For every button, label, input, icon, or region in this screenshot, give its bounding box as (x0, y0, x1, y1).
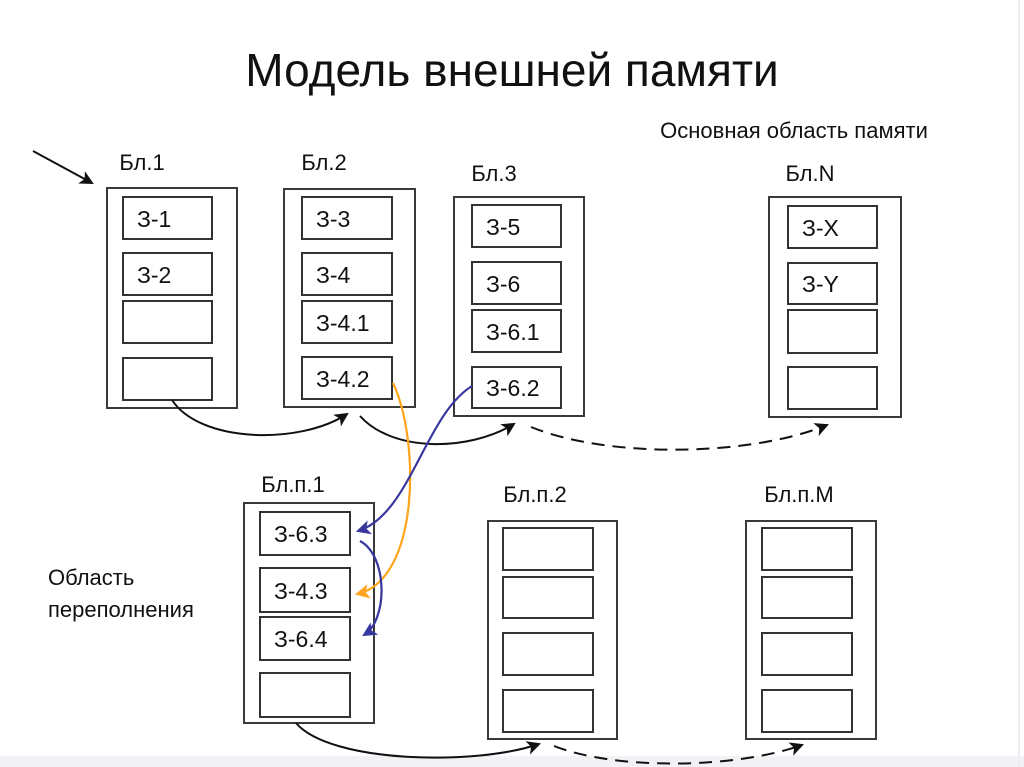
slide-bottom-edge (0, 756, 1024, 767)
block-label: Бл.2 (301, 150, 346, 175)
record-slot (259, 511, 351, 556)
record-label: З-X (802, 215, 839, 241)
arrow-bl2-to-bl3 (359, 415, 516, 445)
arrow-z62-to-z63-blue (355, 385, 473, 535)
block-bl1: Бл.1 З-1 З-2 (106, 150, 238, 409)
record-slot (502, 527, 594, 571)
arrow-pointer-to-bl1 (32, 150, 94, 185)
arrow-blp2-to-blpM-dashed (553, 742, 804, 765)
record-slot (787, 309, 878, 354)
record-label: З-5 (486, 214, 520, 240)
record-slot (787, 205, 878, 249)
record-label: З-6 (486, 271, 520, 297)
record-slot (259, 616, 351, 661)
record-slot (471, 309, 562, 353)
record-slot (761, 632, 853, 676)
arrow-z42-to-z43-orange (354, 382, 412, 599)
record-slot (122, 252, 213, 296)
block-blpM: Бл.п.M (745, 482, 877, 740)
arrow-bl1-to-bl2 (171, 399, 349, 437)
block-label: Бл.1 (119, 150, 164, 175)
block-frame (453, 196, 585, 417)
arrow-blp1-to-blp2 (295, 722, 541, 759)
arrow-bl3-to-blN-dashed (530, 423, 829, 451)
record-slot (787, 366, 878, 410)
record-slot (471, 261, 562, 305)
record-label: З-4.3 (274, 578, 328, 604)
record-slot (301, 356, 393, 400)
block-blp1: Бл.п.1 З-6.3 З-4.3 З-6.4 (243, 472, 375, 724)
arrow-z63-to-z64-blue (359, 540, 383, 637)
block-blp2: Бл.п.2 (487, 482, 618, 740)
record-label: З-1 (137, 206, 171, 232)
record-slot (471, 366, 562, 409)
record-label: З-6.4 (274, 626, 328, 652)
record-slot (502, 689, 594, 733)
main-area-label: Основная область памяти (660, 118, 928, 143)
block-label: Бл.N (785, 161, 834, 186)
overflow-area-label-line2: переполнения (48, 597, 194, 622)
block-label: Бл.п.M (764, 482, 834, 507)
record-slot (301, 196, 393, 240)
record-slot (122, 357, 213, 401)
record-slot (301, 252, 393, 296)
record-slot (471, 204, 562, 248)
block-label: Бл.п.1 (261, 472, 324, 497)
record-slot (761, 576, 853, 619)
record-label: З-2 (137, 262, 171, 288)
record-slot (122, 300, 213, 344)
record-slot (761, 527, 853, 571)
record-slot (122, 196, 213, 240)
block-label: Бл.3 (471, 161, 516, 186)
record-slot (502, 632, 594, 676)
page-title: Модель внешней памяти (245, 44, 778, 96)
block-frame (768, 196, 902, 418)
block-frame (487, 520, 618, 740)
record-label: З-6.3 (274, 521, 328, 547)
record-slot (502, 576, 594, 619)
record-slot (301, 300, 393, 344)
block-frame (283, 188, 416, 408)
block-label: Бл.п.2 (503, 482, 566, 507)
record-label: З-Y (802, 271, 839, 297)
block-frame (745, 520, 877, 740)
record-label: З-3 (316, 206, 350, 232)
record-label: З-4 (316, 262, 351, 288)
record-label: З-6.1 (486, 319, 540, 345)
block-blN: Бл.N З-X З-Y (768, 161, 902, 418)
block-frame (243, 502, 375, 724)
record-slot (787, 262, 878, 305)
overflow-area-label-line1: Область (48, 565, 134, 590)
record-label: З-4.2 (316, 366, 370, 392)
record-slot (259, 567, 351, 613)
block-frame (106, 187, 238, 409)
block-bl2: Бл.2 З-3 З-4 З-4.1 З-4.2 (283, 150, 416, 408)
block-bl3: Бл.3 З-5 З-6 З-6.1 З-6.2 (453, 161, 585, 417)
record-label: З-4.1 (316, 310, 370, 336)
record-slot (259, 672, 351, 718)
record-slot (761, 689, 853, 733)
record-label: З-6.2 (486, 375, 540, 401)
